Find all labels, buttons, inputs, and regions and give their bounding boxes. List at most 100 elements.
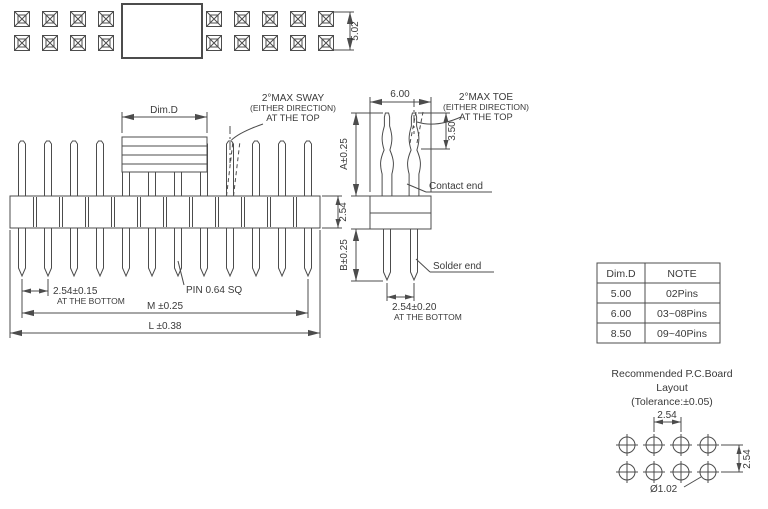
leader-line: [177, 260, 185, 286]
contact-pin: [380, 112, 394, 197]
dim-5-02-text: 5.02: [350, 21, 361, 41]
dim-m-text: M ±0.25: [147, 301, 183, 312]
pad: [206, 11, 222, 27]
dim-body-height-text: 2.54: [338, 202, 349, 222]
contact-end-text: Contact end: [429, 181, 483, 192]
pad: [290, 11, 306, 27]
pad: [70, 35, 86, 51]
solder-pin: [410, 228, 418, 281]
sway-text-2: (EITHER DIRECTION): [250, 103, 336, 113]
dim-pcb-vertical-text: 2.54: [742, 449, 753, 469]
pcb-layout: Recommended P.C.Board Layout (Tolerance:…: [611, 368, 753, 495]
table-header-note: NOTE: [667, 268, 696, 280]
pcb-hole: [615, 433, 639, 457]
table-header-dim: Dim.D: [606, 268, 636, 280]
toe-envelope-line: [416, 111, 424, 144]
dim-pitch-front: 2.54±0.15 AT THE BOTTOM: [21, 279, 125, 318]
pcb-hole: [642, 460, 666, 484]
table-cell-dim-0: 5.00: [611, 288, 632, 300]
dim-5-02: 5.02: [334, 11, 361, 51]
pad: [234, 35, 250, 51]
leader-line: [406, 183, 427, 193]
pad: [42, 35, 58, 51]
spec-table: Dim.D NOTE 5.00 02Pins 6.00 03~08Pins 8.…: [596, 262, 721, 344]
pcb-hole: [696, 433, 720, 457]
toe-text-3: AT THE TOP: [459, 112, 512, 122]
pcb-title-line-3: (Tolerance:±0.05): [631, 396, 713, 408]
leader-line: [683, 476, 702, 488]
table-cell-dim-2: 8.50: [611, 328, 632, 340]
sway-text-1: 2°MAX SWAY: [262, 93, 325, 104]
pcb-hole: [696, 460, 720, 484]
insulator-band: [9, 195, 321, 229]
pcb-hole: [669, 433, 693, 457]
dim-3-50: 3.50: [418, 112, 458, 150]
pad: [14, 35, 30, 51]
pad: [318, 11, 334, 27]
solder-end-callout: Solder end: [415, 258, 494, 273]
dim-pitch-front-note: AT THE BOTTOM: [57, 296, 125, 306]
pcb-holes: [615, 433, 720, 484]
pad: [98, 35, 114, 51]
dim-d-text: Dim.D: [150, 105, 178, 116]
pad: [98, 11, 114, 27]
leader-line: [415, 258, 431, 273]
pad: [262, 35, 278, 51]
dim-b: B±0.25: [339, 228, 383, 282]
dim-a-text: A±0.25: [339, 138, 350, 170]
pad: [290, 35, 306, 51]
dim-pcb-horizontal-text: 2.54: [657, 410, 677, 421]
contact-end-callout: Contact end: [406, 181, 492, 193]
dim-l-text: L ±0.38: [149, 321, 182, 332]
dim-m: M ±0.25: [22, 279, 309, 318]
pin-size-callout: PIN 0.64 SQ: [177, 260, 242, 296]
pad: [234, 11, 250, 27]
pad: [206, 35, 222, 51]
hole-diameter-callout: Ø1.02: [650, 476, 702, 495]
dim-b-text: B±0.25: [339, 239, 350, 271]
sway-annotation: 2°MAX SWAY (EITHER DIRECTION) AT THE TOP: [226, 93, 336, 197]
toe-envelope-line: [409, 111, 417, 144]
pad: [42, 11, 58, 27]
solder-pin: [383, 228, 391, 281]
dim-6-00-text: 6.00: [390, 89, 410, 100]
table-cell-note-0: 02Pins: [666, 288, 698, 300]
dim-l: L ±0.38: [9, 230, 321, 338]
pcb-title-line-1: Recommended P.C.Board: [611, 368, 732, 380]
leader-line: [231, 123, 264, 141]
top-view: 5.02: [14, 3, 361, 59]
contact-pin: [407, 112, 421, 197]
toe-text-1: 2°MAX TOE: [459, 92, 514, 103]
dim-a: A±0.25: [339, 112, 383, 197]
pcb-hole: [615, 460, 639, 484]
sway-envelope-line: [233, 140, 241, 197]
connector-body-top: [121, 3, 203, 59]
table-cell-note-1: 03~08Pins: [657, 308, 707, 320]
side-view: 6.00 2°MAX TOE (EITHER DIRECTION) AT THE…: [339, 89, 529, 322]
dim-pcb-vertical: 2.54: [721, 444, 753, 473]
pad: [70, 11, 86, 27]
pad: [14, 11, 30, 27]
hole-diameter-text: Ø1.02: [650, 484, 678, 495]
dim-3-50-text: 3.50: [447, 121, 458, 141]
solder-end-text: Solder end: [433, 261, 481, 272]
side-body: [369, 195, 432, 230]
dim-d-body-overlay: [121, 136, 208, 173]
pad: [262, 11, 278, 27]
dim-pitch-side: 2.54±0.20 AT THE BOTTOM: [386, 283, 462, 322]
sway-text-3: AT THE TOP: [266, 113, 319, 123]
dim-pitch-side-note: AT THE BOTTOM: [394, 312, 462, 322]
dim-pitch-front-text: 2.54±0.15: [53, 286, 98, 297]
dim-pcb-horizontal: 2.54: [653, 410, 682, 432]
pcb-hole: [642, 433, 666, 457]
dim-body-height: 2.54: [322, 195, 349, 229]
pin-size-text: PIN 0.64 SQ: [186, 285, 242, 296]
pcb-title-line-2: Layout: [656, 382, 688, 394]
leader-line: [416, 116, 462, 125]
pcb-hole: [669, 460, 693, 484]
pad: [318, 35, 334, 51]
toe-annotation: 2°MAX TOE (EITHER DIRECTION) AT THE TOP: [409, 92, 529, 144]
sway-envelope-line: [226, 140, 234, 197]
